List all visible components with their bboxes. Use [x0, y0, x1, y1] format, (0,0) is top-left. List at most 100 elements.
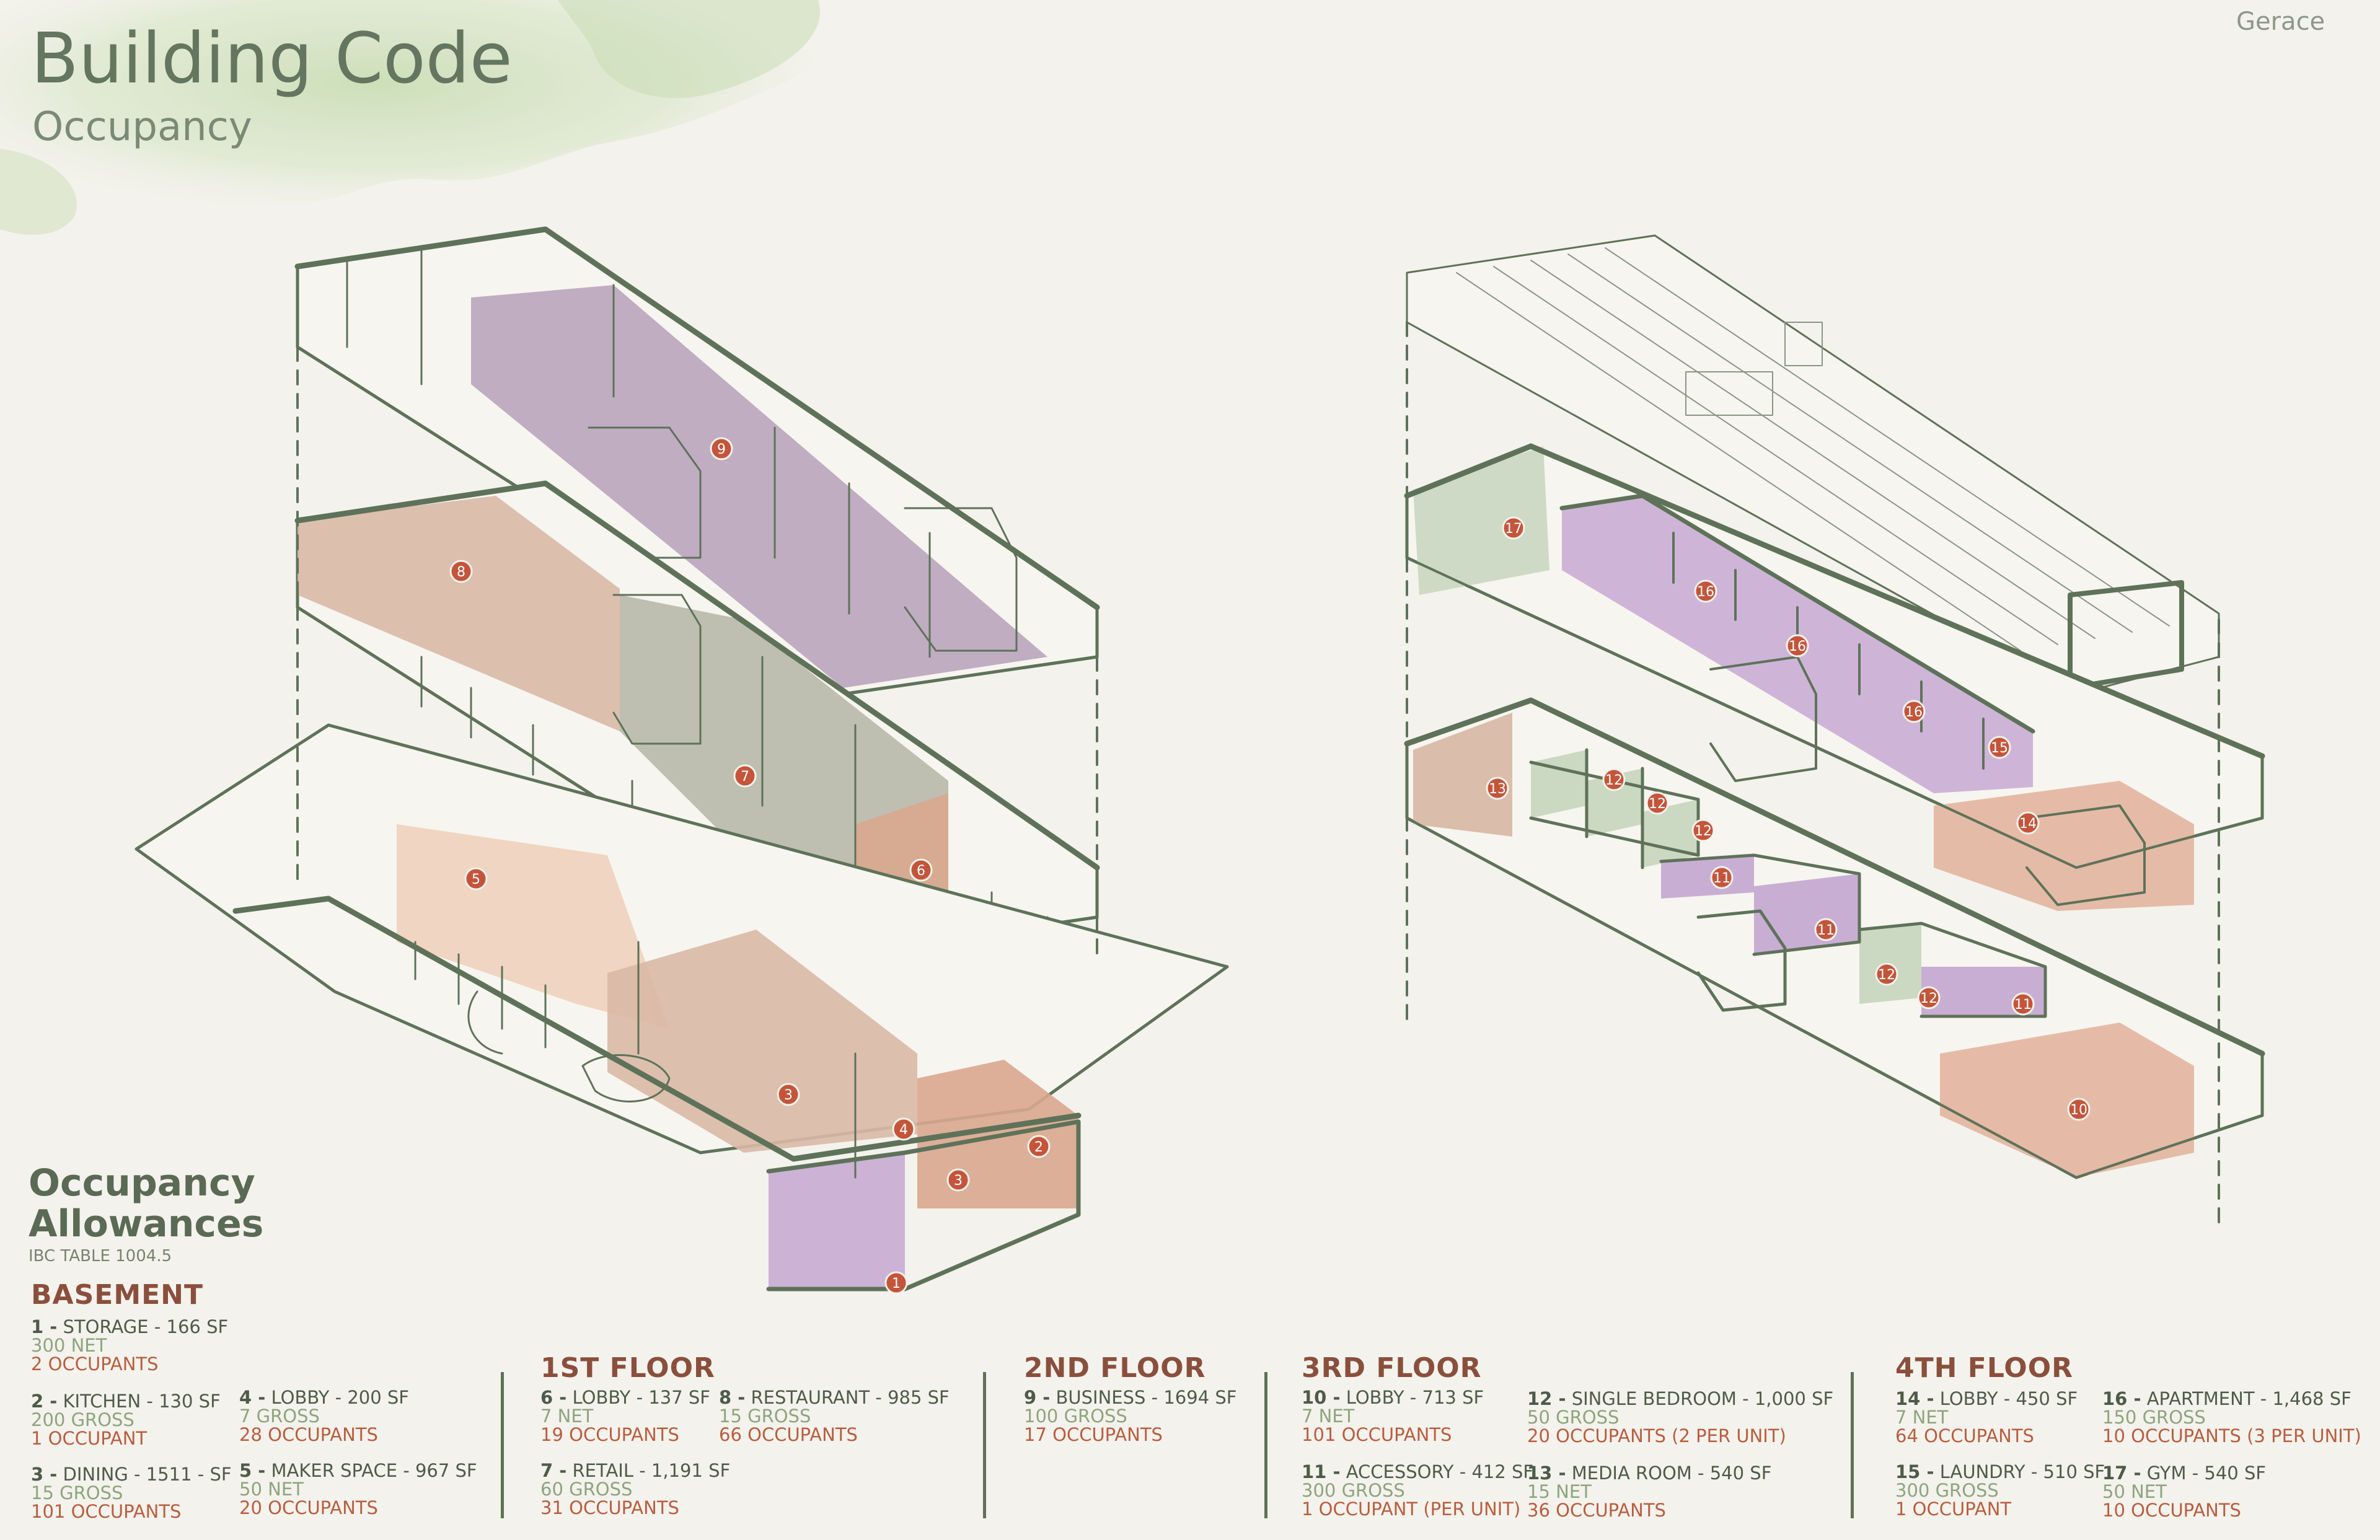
zone-marker-label: 5	[472, 872, 480, 887]
zone-marker-label: 11	[1713, 871, 1730, 886]
room-separator: -	[1736, 1388, 1755, 1409]
zone-marker: 12	[1691, 819, 1715, 842]
room-load-factor: 300 GROSS	[1895, 1480, 1999, 1501]
basement-plan	[134, 723, 1229, 1291]
room-separator: -	[397, 1460, 415, 1481]
room-number: 13 -	[1527, 1463, 1566, 1484]
floor-heading-1st: 1ST FLOOR	[540, 1352, 715, 1384]
room-separator: -	[1404, 1387, 1422, 1408]
room-occupants: 36 OCCUPANTS	[1527, 1500, 1666, 1521]
zone-marker: 2	[1027, 1135, 1051, 1158]
column-divider	[1264, 1372, 1267, 1518]
room-separator: -	[1691, 1463, 1710, 1484]
room-load-factor: 50 NET	[2102, 1481, 2167, 1502]
room-occupants: 64 OCCUPANTS	[1895, 1425, 2034, 1446]
room-number: 16 -	[2102, 1388, 2141, 1409]
room-area: 540 SF	[1709, 1463, 1772, 1484]
floor-heading-2nd: 2ND FLOOR	[1024, 1352, 1206, 1384]
room-area: 130 SF	[159, 1391, 221, 1412]
room-number: 9 -	[1024, 1387, 1051, 1408]
room-area: 1694 SF	[1163, 1387, 1237, 1408]
room-area: 200 SF	[347, 1387, 409, 1408]
zone-marker-label: 12	[1605, 773, 1623, 788]
room-area: 967 SF	[415, 1460, 477, 1481]
zone-marker-label: 3	[954, 1173, 963, 1189]
room-occupants: 19 OCCUPANTS	[540, 1424, 679, 1445]
zone-marker-label: 12	[1920, 991, 1937, 1006]
zone-marker: 8	[449, 560, 473, 583]
second-floor-plan	[294, 226, 1100, 696]
room-occupants: 28 OCCUPANTS	[239, 1424, 378, 1445]
zone-marker: 9	[710, 437, 733, 460]
room-load-factor: 200 GROSS	[31, 1409, 134, 1430]
room-area: 137 SF	[648, 1387, 710, 1408]
zone-marker-label: 12	[1878, 967, 1895, 983]
room-entry: 4 - LOBBY - 200 SF 7 GROSS 28 OCCUPANTS	[239, 1388, 409, 1444]
room-area: 1,191 SF	[651, 1460, 731, 1481]
zone-marker: 16	[1694, 579, 1717, 603]
room-number: 17 -	[2102, 1463, 2141, 1484]
room-load-factor: 300 NET	[31, 1335, 107, 1356]
room-occupants: 1 OCCUPANT	[31, 1428, 148, 1449]
room-number: 3 -	[31, 1464, 58, 1485]
room-occupants: 10 OCCUPANTS	[2102, 1500, 2241, 1521]
room-load-factor: 60 GROSS	[540, 1479, 633, 1500]
room-name: MEDIA ROOM	[1571, 1463, 1692, 1484]
room-number: 10 -	[1302, 1387, 1341, 1408]
room-number: 4 -	[239, 1387, 266, 1408]
zone-marker: 12	[1602, 768, 1626, 791]
room-separator: -	[870, 1387, 888, 1408]
page-subtitle: Occupancy	[32, 104, 252, 150]
room-entry: 7 - RETAIL - 1,191 SF 60 GROSS 31 OCCUPA…	[540, 1461, 730, 1517]
room-name: LAUNDRY	[1939, 1461, 2025, 1482]
floor-heading-4th: 4TH FLOOR	[1895, 1352, 2073, 1384]
room-number: 15 -	[1895, 1461, 1934, 1482]
first-floor-plan	[294, 480, 1100, 993]
room-number: 14 -	[1895, 1388, 1934, 1409]
room-load-factor: 300 GROSS	[1302, 1480, 1405, 1501]
zone-marker-label: 10	[2070, 1102, 2087, 1118]
room-name: MAKER SPACE	[271, 1460, 398, 1481]
zone-marker-label: 16	[1905, 705, 1923, 720]
room-occupants: 1 OCCUPANT (PER UNIT)	[1302, 1498, 1521, 1520]
room-load-factor: 7 NET	[1895, 1407, 1949, 1428]
zone-marker-label: 4	[899, 1122, 908, 1138]
room-name: KITCHEN	[63, 1391, 141, 1412]
zone-marker: 16	[1786, 634, 1809, 658]
room-load-factor: 7 NET	[540, 1406, 594, 1427]
room-separator: -	[1453, 1461, 1472, 1482]
room-name: LOBBY	[271, 1387, 330, 1408]
room-entry: 6 - LOBBY - 137 SF 7 NET 19 OCCUPANTS	[540, 1388, 710, 1444]
zone-marker: 17	[1502, 516, 1525, 540]
room-entry: 9 - BUSINESS - 1694 SF 100 GROSS 17 OCCU…	[1024, 1388, 1236, 1444]
room-load-factor: 150 GROSS	[2102, 1407, 2206, 1428]
room-entry: 15 - LAUNDRY - 510 SF 300 GROSS 1 OCCUPA…	[1895, 1463, 2105, 1518]
zone-marker-label: 12	[1695, 824, 1712, 839]
room-entry: 8 - RESTAURANT - 985 SF 15 GROSS 66 OCCU…	[719, 1388, 950, 1444]
room-name: ACCESSORY	[1346, 1461, 1454, 1482]
right-guide-lines	[1406, 321, 2220, 1228]
room-area: 540 SF	[2204, 1463, 2267, 1484]
left-guide-lines	[296, 346, 1098, 962]
room-entry: 3 - DINING - 1511 - SF 15 GROSS 101 OCCU…	[31, 1465, 232, 1521]
zone-marker: 13	[1486, 777, 1509, 800]
room-occupants: 17 OCCUPANTS	[1024, 1424, 1163, 1445]
room-occupants: 101 OCCUPANTS	[1302, 1424, 1452, 1445]
zone-marker: 7	[733, 764, 757, 788]
room-number: 8 -	[719, 1387, 746, 1408]
room-separator: -	[633, 1460, 651, 1481]
room-name: RETAIL	[572, 1460, 634, 1481]
zone-marker: 12	[1917, 986, 1941, 1010]
zone-marker: 15	[1988, 736, 2011, 759]
page-title: Building Code	[31, 19, 513, 99]
room-separator: -	[148, 1316, 167, 1337]
room-number: 11 -	[1302, 1461, 1341, 1482]
room-occupants: 31 OCCUPANTS	[540, 1497, 679, 1518]
room-load-factor: 7 NET	[1302, 1406, 1355, 1427]
zone-marker-label: 16	[1697, 584, 1714, 600]
zone-marker: 12	[1646, 791, 1669, 815]
zone-marker-label: 11	[1817, 923, 1835, 938]
zone-marker: 11	[1814, 918, 1838, 941]
room-name: LOBBY	[1346, 1387, 1404, 1408]
